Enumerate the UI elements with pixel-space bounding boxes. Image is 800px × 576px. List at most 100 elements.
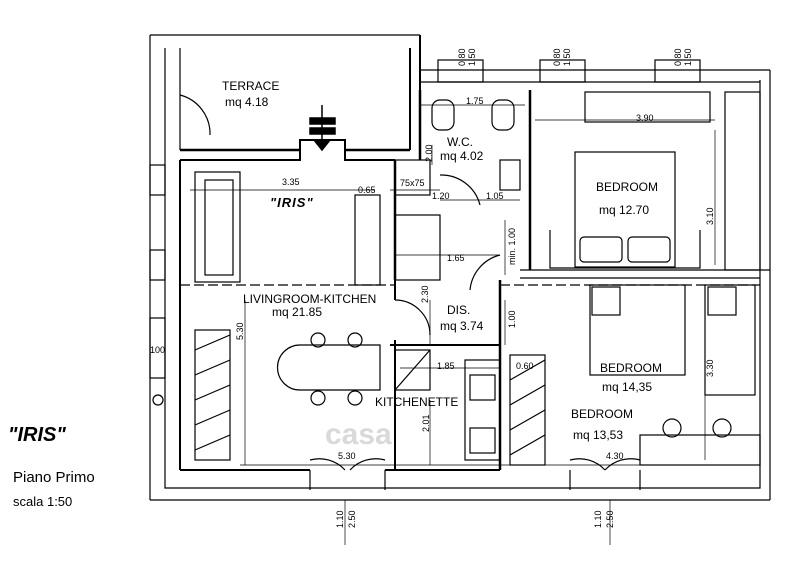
balcony-door — [569, 458, 641, 490]
room-living-area: mq 21.85 — [272, 305, 323, 319]
bed-3 — [704, 284, 756, 396]
vdim-250b: 2.50 — [605, 510, 615, 528]
room-terrace-name: TERRACE — [222, 79, 280, 93]
sofa — [194, 171, 241, 283]
dim-185: 1.85 — [437, 361, 455, 371]
dim-430: 4.30 — [606, 451, 624, 461]
bottom-dims — [344, 500, 611, 545]
vdim-150c: 1.50 — [683, 48, 693, 66]
dimension-line — [244, 130, 716, 465]
wc-shower — [394, 159, 431, 196]
room-bedroom1-name: BEDROOM — [596, 180, 659, 194]
dim-065: 0.65 — [358, 185, 376, 195]
sink — [469, 374, 496, 401]
vdim-200: 2.00 — [424, 144, 434, 162]
room-wc-area: mq 4.02 — [440, 149, 484, 163]
bed-1 — [574, 151, 676, 268]
vdim-250a: 2.50 — [347, 510, 357, 528]
room-dis-area: mq 3.74 — [440, 319, 484, 333]
room-wc-name: W.C. — [447, 135, 473, 149]
vdim-110b: 1.10 — [593, 510, 603, 528]
wardrobe-top — [584, 91, 711, 123]
wc-toilet — [431, 99, 455, 131]
vdim-330: 3.30 — [705, 359, 715, 377]
vdim-230: 2.30 — [420, 285, 430, 303]
room-bedroom3-area: mq 13,53 — [573, 428, 624, 442]
section-marker — [309, 105, 336, 152]
vdim-110a: 1.10 — [335, 510, 345, 528]
floor-label: Piano Primo — [13, 469, 95, 486]
vdim-080c: 0.80 — [673, 48, 683, 66]
watermark: casa — [325, 418, 392, 451]
plan-tag: "IRIS" — [270, 195, 314, 210]
bed-frame — [549, 230, 701, 269]
vdim-150a: 1.50 — [467, 48, 477, 66]
door-living — [394, 299, 431, 336]
sofa-back — [204, 179, 234, 276]
dimension-line — [190, 104, 755, 466]
dim-75x75: 75x75 — [400, 178, 425, 188]
tv-unit — [354, 194, 381, 286]
window — [437, 59, 484, 83]
chair — [662, 418, 682, 438]
chair — [310, 332, 326, 348]
window — [654, 59, 701, 83]
dim-335: 3.35 — [282, 177, 300, 187]
vdim-201: 2.01 — [421, 414, 431, 432]
vdim-150b: 1.50 — [562, 48, 572, 66]
vdim-310: 3.10 — [705, 207, 715, 225]
room-bedroom2-area: mq 14,35 — [602, 380, 653, 394]
bedroom2-wardrobe — [509, 354, 546, 466]
pillow — [627, 236, 671, 263]
room-living-name: LIVINGROOM-KITCHEN — [243, 292, 377, 306]
room-bedroom2-name: BEDROOM — [600, 361, 663, 375]
top-wall-right — [420, 69, 770, 83]
living-cabinet — [194, 329, 231, 461]
pillow — [591, 286, 621, 316]
dim-390: 3.90 — [636, 113, 654, 123]
vdim-100: 1.00 — [507, 310, 517, 328]
room-bedroom1-area: mq 12.70 — [599, 203, 650, 217]
project-name: "IRIS" — [8, 424, 66, 446]
dim-165: 1.65 — [447, 253, 465, 263]
chair — [712, 418, 732, 438]
pillow — [579, 236, 623, 263]
scale-label: scala 1:50 — [13, 494, 73, 509]
kitchenette-counter — [464, 359, 501, 461]
dim-105: 1.05 — [486, 191, 504, 201]
door-bedroom — [469, 254, 501, 291]
bed-2 — [589, 284, 686, 376]
bedroom1-bottom — [520, 269, 770, 279]
room-terrace-area: mq 4.18 — [225, 95, 269, 109]
terrace-door — [179, 94, 211, 136]
room-bedroom3-name: BEDROOM — [571, 407, 634, 421]
hob — [469, 427, 496, 454]
wardrobe — [724, 91, 761, 271]
terrace-right-wall — [409, 35, 421, 150]
dim-175: 1.75 — [466, 96, 484, 106]
kitchenette-left — [394, 349, 431, 391]
wc-bidet — [491, 99, 515, 131]
dim-060: 0.60 — [516, 361, 534, 371]
left-fixture — [149, 317, 166, 379]
chair — [310, 390, 326, 406]
vdim-080a: 0.80 — [457, 48, 467, 66]
dim-100: 100 — [150, 345, 166, 355]
dining-table — [276, 344, 381, 391]
chair — [347, 390, 363, 406]
kitchen-block — [394, 214, 441, 281]
window — [539, 59, 586, 83]
vdim-080b: 0.80 — [552, 48, 562, 66]
dim-530h: 5.30 — [338, 451, 356, 461]
wc-basin — [499, 159, 521, 191]
dim-120: 1.20 — [432, 191, 450, 201]
chair — [347, 332, 363, 348]
pillow — [707, 286, 737, 316]
room-dis-name: DIS. — [447, 303, 471, 317]
door-dis — [439, 174, 481, 206]
room-kitchenette-name: KITCHENETTE — [375, 395, 459, 409]
vdim-530: 5.30 — [235, 322, 245, 340]
balcony-door — [309, 458, 386, 490]
vdim-min100: min. 1.00 — [507, 227, 517, 265]
